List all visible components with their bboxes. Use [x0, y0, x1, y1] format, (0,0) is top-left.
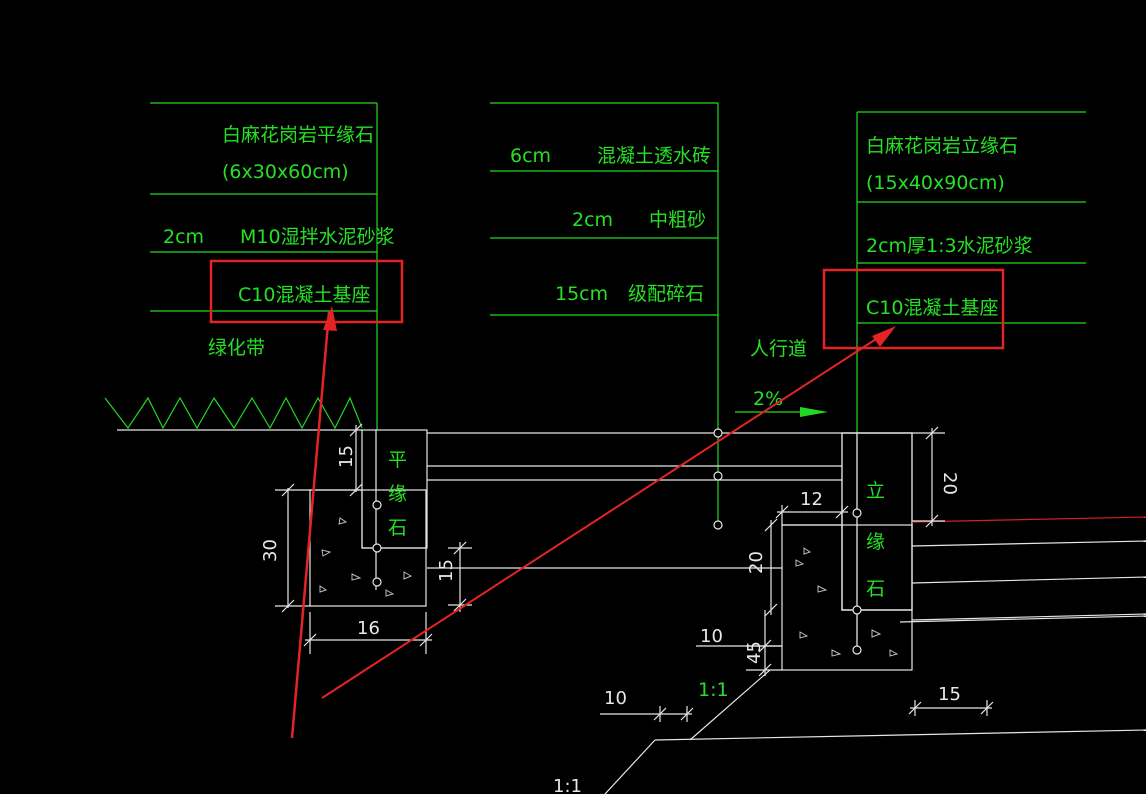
vertical-curb-marker	[852, 605, 862, 615]
flat-curb-char-3: 石	[388, 517, 407, 539]
layer-marker	[713, 428, 723, 438]
flat-curb-concrete-hatch	[319, 517, 413, 597]
flat-curb-char-1: 平	[388, 449, 407, 471]
highlight-box-right	[822, 268, 1005, 350]
pavement-layers	[427, 432, 912, 569]
vertical-curb-char-3: 石	[866, 578, 885, 600]
slope-ratio-upper: 1:1	[698, 679, 729, 701]
sidewalk-slope: 2%	[753, 388, 783, 410]
left-layer-table	[150, 102, 378, 430]
greenbelt-label: 绿化带	[208, 337, 265, 359]
dimension-lines	[275, 423, 994, 722]
dim-15-mid: 15	[436, 559, 457, 582]
right-row1-name: 白麻花岗岩立缘石	[866, 135, 1018, 157]
flat-curb-marker	[372, 577, 382, 587]
sidewalk-label: 人行道	[750, 338, 807, 360]
highlight-arrow-right	[321, 326, 896, 699]
middle-row3-material: 级配碎石	[628, 283, 704, 305]
dim-12: 12	[800, 489, 823, 510]
middle-row2-material: 中粗砂	[649, 209, 706, 231]
dim-10-small: 10	[700, 626, 723, 647]
dim-16: 16	[357, 618, 380, 639]
highlight-arrow-left	[290, 306, 337, 739]
dim-10-bottom: 10	[604, 688, 627, 709]
dim-15-bottom: 15	[938, 684, 961, 705]
left-row1-name: 白麻花岗岩平缘石	[222, 124, 374, 146]
dim-30: 30	[260, 539, 281, 562]
left-row3-material: C10混凝土基座	[238, 284, 370, 306]
dim-20-right: 20	[939, 472, 960, 495]
middle-row3-thickness: 15cm	[555, 283, 608, 305]
dim-45: 45	[744, 641, 765, 664]
highlight-box-left	[209, 259, 404, 324]
middle-row1-material: 混凝土透水砖	[597, 145, 711, 167]
excavation-lines	[604, 669, 1146, 794]
vertical-curb-marker	[852, 508, 862, 518]
left-row1-size: (6x30x60cm)	[222, 161, 349, 183]
left-row2-material: M10湿拌水泥砂浆	[240, 226, 395, 248]
right-row1-size: (15x40x90cm)	[866, 172, 1005, 194]
vertical-curb-char-1: 立	[866, 480, 885, 502]
vertical-curb-concrete-hatch	[795, 547, 899, 657]
flat-curb-stone	[309, 429, 428, 607]
right-row3-material: C10混凝土基座	[866, 297, 998, 319]
middle-row2-thickness: 2cm	[572, 209, 613, 231]
grass-symbol	[104, 396, 363, 431]
layer-marker	[713, 471, 723, 481]
flat-curb-char-2: 缘	[388, 483, 407, 505]
dim-15-top: 15	[336, 445, 357, 468]
slope-ratio-lower: 1:1	[553, 776, 582, 794]
layer-marker	[713, 520, 723, 530]
vertical-curb-char-2: 缘	[866, 531, 885, 553]
slope-arrow	[735, 407, 828, 417]
flat-curb-marker	[372, 500, 382, 510]
dim-20-mid: 20	[746, 551, 767, 574]
middle-layer-table	[490, 102, 719, 525]
vertical-curb-stone	[781, 432, 913, 671]
middle-row1-thickness: 6cm	[510, 145, 551, 167]
vertical-curb-marker	[852, 645, 862, 655]
road-layers	[899, 516, 1146, 623]
right-row2-material: 2cm厚1:3水泥砂浆	[866, 235, 1033, 257]
left-row2-thickness: 2cm	[163, 226, 204, 248]
flat-curb-marker	[372, 543, 382, 553]
